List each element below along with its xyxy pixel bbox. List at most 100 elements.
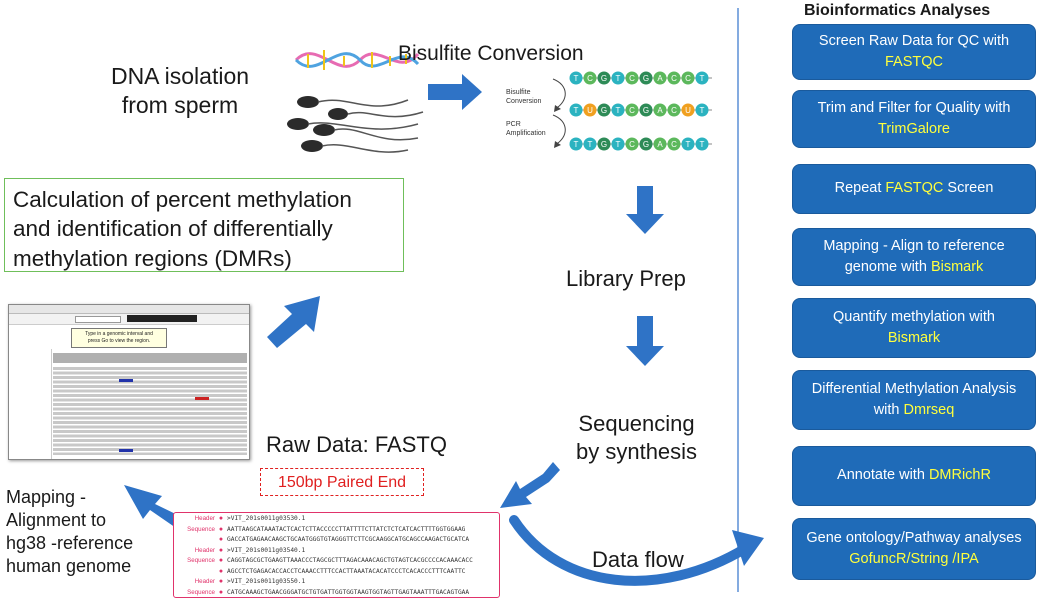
arrow-to-mapping: [124, 485, 188, 530]
igv-read-red-1: [195, 397, 209, 400]
step-screen-qc: Screen Raw Data for QC with FASTQC: [792, 24, 1036, 80]
step-tool: DMRichR: [928, 467, 991, 484]
step-quantify: Quantify methylation with Bismark: [792, 298, 1036, 358]
step-text: Quantify methylation with: [833, 308, 995, 325]
svg-text:T: T: [616, 140, 621, 149]
fastq-line: GACCATGAGAACAAGCTGCAATGGGTGTAGGGTTCTTCGC…: [227, 536, 470, 543]
paired-end-box: 150bp Paired End: [260, 468, 424, 496]
igv-coverage-track: [53, 349, 247, 363]
igv-read-blue-1: [119, 379, 133, 382]
calc-box: Calculation of percent methylation and i…: [4, 178, 404, 272]
igv-reads: [53, 367, 247, 455]
nucleotide: C: [667, 103, 681, 117]
svg-text:G: G: [601, 140, 607, 149]
step-annotate: Annotate with DMRichR: [792, 446, 1036, 506]
data-flow-label: Data flow: [592, 547, 684, 572]
svg-text:G: G: [643, 140, 649, 149]
igv-tooltip: Type in a genomic interval and press Go …: [71, 328, 167, 348]
step-text: Annotate with: [837, 467, 929, 484]
fastq-line: >VIT_201s0011g03530.1: [227, 515, 306, 522]
pcr-label-line2: Amplification: [506, 130, 546, 137]
nucleotide: T: [569, 71, 583, 85]
svg-text:C: C: [587, 74, 593, 83]
fastq-header-label: Header: [194, 515, 215, 522]
igv-screenshot: Type in a genomic interval and press Go …: [8, 304, 250, 460]
bisulfite-label-line1: Bisulfite: [506, 89, 531, 96]
step-text: Trim and Filter for Quality with: [817, 99, 1011, 116]
conversion-curve-arrows: [552, 78, 566, 148]
nucleotide: T: [611, 103, 625, 117]
nucleotide: T: [611, 137, 625, 151]
svg-text:A: A: [657, 140, 663, 149]
step-trim-filter: Trim and Filter for Quality with TrimGal…: [792, 90, 1036, 148]
sequencing-line2: by synthesis: [576, 438, 698, 464]
arrow-to-fastq: [500, 462, 560, 508]
dna-isolation-label: DNA isolation from sperm: [80, 62, 280, 120]
fastq-panel: Header Sequence Header Sequence Header S…: [173, 512, 500, 598]
svg-text:T: T: [574, 74, 579, 83]
nucleotide: T: [695, 103, 709, 117]
fastq-sequence-label: Sequence: [187, 588, 215, 596]
step-tool: Bismark: [930, 259, 984, 275]
step-mapping: Mapping - Align to reference genome with…: [792, 228, 1036, 286]
fastq-header-label: Header: [194, 546, 215, 554]
nucleotide: G: [597, 137, 611, 151]
fastq-sequence-label: Sequence: [187, 525, 215, 533]
fastq-labels: Header Sequence Header Sequence Header S…: [177, 514, 215, 596]
svg-text:C: C: [685, 74, 691, 83]
step-text: Repeat: [834, 180, 886, 197]
bioinformatics-title: Bioinformatics Analyses: [804, 2, 991, 19]
fastq-line: AATTAAGCATAAATACTCACTCTTACCCCCTTATTTTCTT…: [227, 525, 466, 533]
pcr-label-line1: PCR: [506, 121, 521, 128]
step-tool: FASTQC: [884, 54, 943, 70]
fastq-dots: ●●●●●●●●: [218, 515, 224, 596]
data-flow-arrowhead: [732, 530, 764, 566]
mapping-line4: human genome: [6, 556, 132, 576]
step-tool: Dmrseq: [903, 402, 955, 418]
nucleotide: A: [653, 103, 667, 117]
step-text: Differential Methylation Analysis with: [811, 380, 1017, 418]
svg-text:U: U: [587, 106, 593, 115]
fastq-line: CAGGTAGCGCTGAAGTTAAACCCTAGCGCTTTAGACAAAC…: [227, 557, 473, 564]
igv-track-labels: [9, 349, 52, 459]
bisulfite-label-line2: Conversion: [506, 98, 542, 105]
step-text: Mapping - Align to reference genome with: [823, 237, 1005, 275]
nucleotide: T: [611, 71, 625, 85]
nucleotide: T: [583, 137, 597, 151]
nucleotide: C: [583, 71, 597, 85]
svg-text:A: A: [657, 106, 663, 115]
step-text: Gene ontology/Pathway analyses: [806, 529, 1022, 546]
nucleotide: A: [653, 137, 667, 151]
svg-text:G: G: [601, 106, 607, 115]
nucleotide: T: [569, 103, 583, 117]
mapping-line3: hg38 -reference: [6, 533, 134, 553]
svg-text:G: G: [601, 74, 607, 83]
step-differential: Differential Methylation Analysis with D…: [792, 370, 1036, 430]
nucleotide: A: [653, 71, 667, 85]
sperm-dna-illustration: [287, 50, 424, 153]
arrow-right-bisulfite: [428, 74, 482, 110]
step-tool: Bismark: [887, 330, 941, 346]
igv-tooltip-line1: Type in a genomic interval and: [85, 331, 153, 337]
library-prep-label: Library Prep: [566, 266, 686, 291]
nucleotide: G: [639, 103, 653, 117]
nucleotide: C: [625, 71, 639, 85]
nucleotide: U: [681, 103, 695, 117]
svg-text:T: T: [574, 140, 579, 149]
nucleotide: U: [583, 103, 597, 117]
mapping-line2: Alignment to: [6, 510, 107, 530]
fastq-sequence-label: Sequence: [187, 557, 215, 564]
step-tool: FASTQC: [885, 180, 944, 197]
nucleotide: C: [681, 71, 695, 85]
svg-text:G: G: [643, 74, 649, 83]
arrow-to-calc: [267, 296, 320, 348]
step-tool: GofuncR/String /IPA: [849, 551, 979, 567]
mapping-line1: Mapping -: [6, 487, 87, 507]
step-tool: TrimGalore: [878, 121, 950, 137]
mapping-label: Mapping - Alignment to hg38 -reference h…: [6, 486, 133, 578]
svg-text:T: T: [700, 74, 705, 83]
svg-text:C: C: [629, 140, 635, 149]
nucleotide: G: [597, 71, 611, 85]
